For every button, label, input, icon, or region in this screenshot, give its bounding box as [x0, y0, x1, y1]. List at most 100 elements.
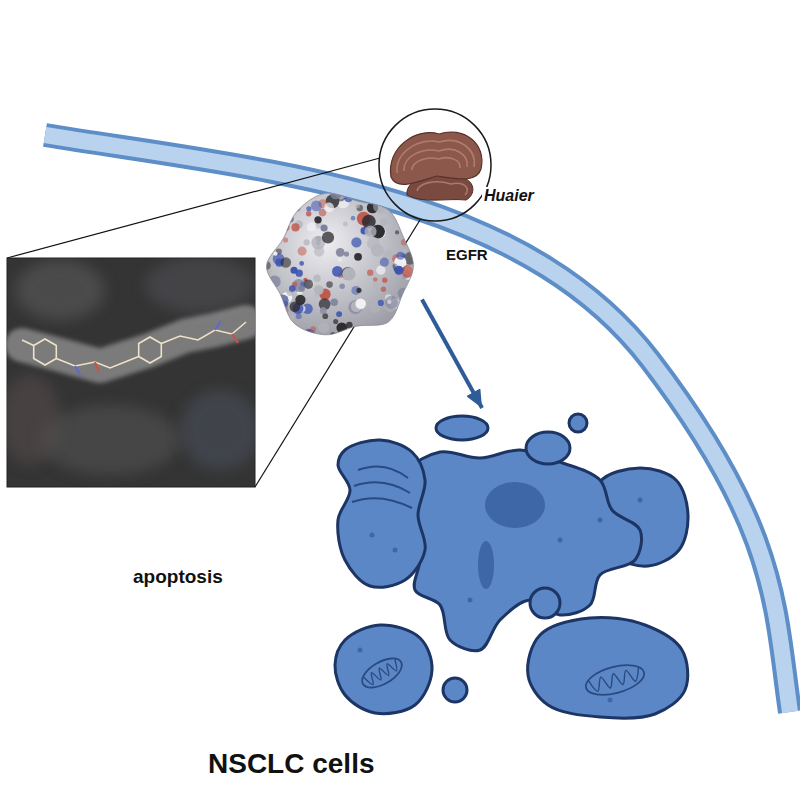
surface-patch [397, 252, 405, 260]
surface-patch [417, 228, 422, 233]
surface-patch [332, 266, 343, 277]
surface-patch [306, 206, 311, 211]
cristae [588, 667, 642, 693]
surface-patch [276, 190, 282, 196]
surface-patch [281, 257, 292, 268]
surface-patch [289, 285, 296, 292]
ligand-atom [95, 362, 99, 372]
surface-patch [265, 302, 274, 311]
nucleus [485, 482, 545, 528]
surface-patch [371, 326, 380, 335]
surface-patch [373, 277, 378, 282]
surface-patch [290, 267, 297, 274]
surface-patch [273, 252, 277, 256]
surface-patch [258, 240, 268, 250]
ligand-surface [22, 322, 246, 366]
surface-patch [382, 278, 387, 283]
surface-patch [290, 301, 301, 312]
pocket-surface [7, 375, 60, 465]
surface-patch [299, 286, 305, 292]
surface-patch [411, 235, 419, 243]
ligand-bond [161, 322, 246, 344]
pocket-surface [145, 258, 255, 313]
surface-patch [407, 230, 420, 243]
vesicle [638, 498, 643, 503]
apoptotic-body [436, 416, 488, 440]
mushroom-ring [417, 182, 467, 195]
surface-patch [351, 216, 356, 221]
surface-patch [310, 326, 316, 332]
surface-patch [336, 248, 345, 257]
surface-patch [342, 334, 349, 341]
endoplasmic-reticulum [352, 498, 412, 508]
node-label: EGFR [446, 246, 488, 263]
surface-patch [259, 234, 266, 241]
process-label: apoptosis [133, 566, 223, 588]
mitochondrion-membrane [583, 660, 648, 701]
surface-patch [260, 188, 273, 201]
apoptotic-body [569, 414, 587, 432]
surface-patch [400, 213, 404, 217]
surface-patch [408, 235, 419, 246]
surface-patch [383, 187, 395, 199]
surface-patch [370, 331, 380, 341]
surface-patch [389, 203, 396, 210]
surface-patch [276, 186, 288, 198]
surface-patch [367, 269, 373, 275]
surface-patch [409, 209, 416, 216]
apoptotic-cell [528, 617, 688, 718]
surface-patch [272, 232, 280, 240]
surface-patch [409, 200, 417, 208]
surface-patch [299, 261, 304, 266]
surface-patch [418, 287, 424, 293]
surface-patch [406, 213, 412, 219]
surface-patch [380, 258, 389, 267]
surface-patch [355, 204, 360, 209]
egfr-protein-art [262, 190, 422, 342]
mitochondrion [357, 652, 406, 693]
surface-patch [261, 206, 268, 213]
pocket-surface [180, 390, 255, 470]
surface-patch [353, 189, 363, 199]
surface-patch [389, 272, 396, 279]
surface-patch [269, 193, 282, 206]
surface-patch [405, 189, 417, 201]
zoom-line [7, 158, 380, 258]
surface-patch [342, 267, 355, 280]
surface-patch [272, 208, 280, 216]
ligand-atom [215, 321, 221, 330]
surface-patch [411, 325, 424, 338]
protein-surface [267, 193, 414, 335]
surface-patch [343, 221, 348, 226]
surface-patch [283, 185, 293, 195]
mushroom-ring [397, 141, 474, 173]
surface-patch [381, 332, 391, 342]
surface-patch [336, 311, 342, 317]
signal-arrow [422, 299, 482, 408]
surface-patch [414, 253, 427, 266]
surface-patch [303, 239, 309, 245]
apoptotic-body [443, 678, 467, 702]
surface-patch [320, 307, 327, 314]
apoptotic-cell [338, 440, 426, 587]
surface-patch [306, 211, 311, 216]
surface-patch [314, 285, 324, 295]
surface-patch [341, 338, 345, 342]
surface-patch [282, 204, 294, 216]
surface-patch [307, 222, 316, 231]
surface-patch [331, 299, 338, 306]
surface-patch [321, 224, 328, 231]
surface-patch [277, 212, 289, 224]
cristae [364, 659, 401, 687]
surface-patch [365, 189, 369, 193]
surface-patch [313, 274, 320, 281]
vesicle [608, 698, 613, 703]
surface-patch [286, 210, 292, 216]
surface-patch [298, 247, 307, 256]
surface-patch [291, 223, 299, 231]
vesicle [468, 598, 473, 603]
surface-patch [277, 202, 289, 214]
surface-patch [407, 302, 415, 310]
surface-patch [275, 208, 279, 212]
ligand-sticks [22, 322, 246, 368]
